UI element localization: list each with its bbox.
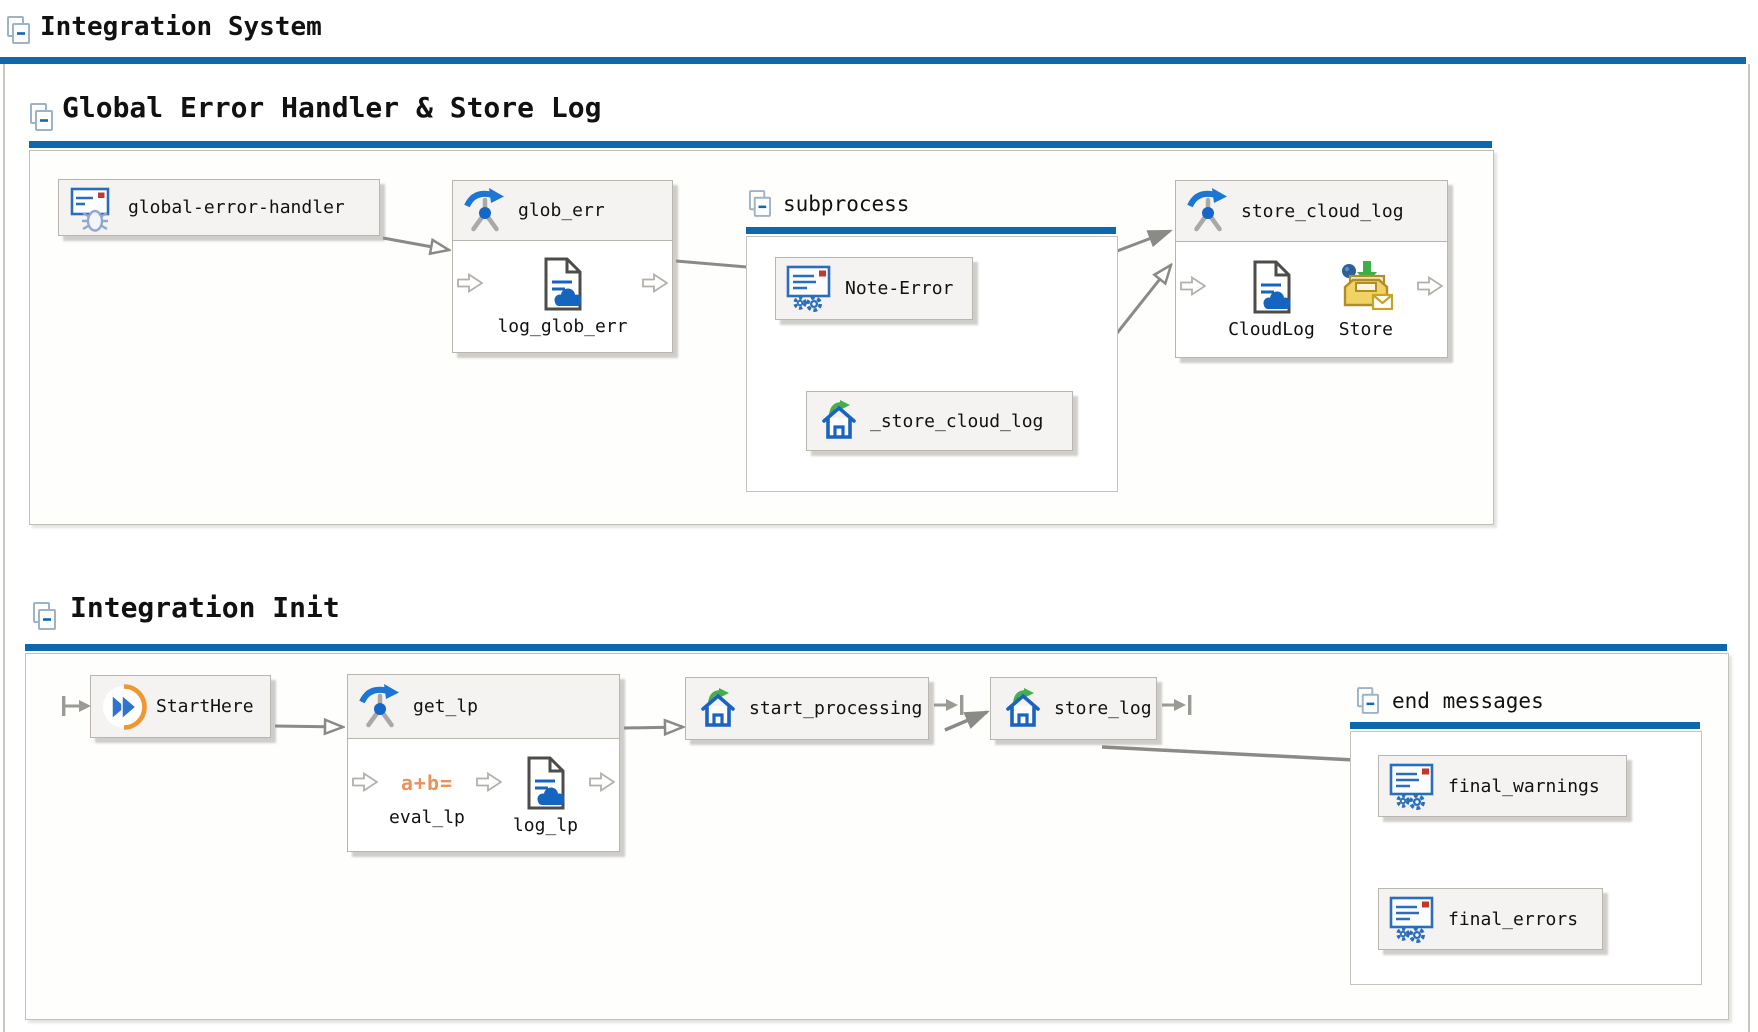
collapse-icon[interactable] xyxy=(7,16,30,44)
node-label: StartHere xyxy=(156,696,254,717)
wire-starthere-to-getlp xyxy=(274,726,343,727)
collapse-icon[interactable] xyxy=(30,103,53,131)
node-label: final_warnings xyxy=(1448,775,1600,797)
node-get-lp[interactable]: get_lp a+b= eval_lp log_lp xyxy=(347,674,620,852)
node-get-lp-header[interactable]: get_lp xyxy=(348,675,619,739)
node-label: Note-Error xyxy=(845,278,954,299)
node-store-cloud-log-body: CloudLog Store xyxy=(1176,242,1447,358)
node-glob-err-body: log_glob_err xyxy=(453,241,672,353)
system-right-border xyxy=(1748,64,1750,1032)
section-title-global: Global Error Handler & Store Log xyxy=(62,91,602,124)
input-port-icon xyxy=(457,272,483,294)
output-port-icon xyxy=(1417,275,1443,297)
wire-geh-to-globerr xyxy=(382,236,449,250)
node-label: get_lp xyxy=(413,696,479,717)
operation-icon xyxy=(357,683,403,730)
group-title-subprocess: subprocess xyxy=(783,192,910,216)
node-label: final_errors xyxy=(1448,908,1579,930)
section-rule-global xyxy=(29,141,1492,148)
node-glob-err[interactable]: glob_err log_glob_err xyxy=(452,180,673,353)
collapse-icon[interactable] xyxy=(749,190,771,217)
system-title: Integration System xyxy=(40,12,322,42)
node-store-log[interactable]: store_log xyxy=(990,677,1157,740)
node-get-lp-body: a+b= eval_lp log_lp xyxy=(348,739,619,852)
output-port-icon xyxy=(642,272,668,294)
node-label: store_cloud_log xyxy=(1241,200,1404,222)
group-rule-end-messages xyxy=(1350,722,1700,729)
step-cloudlog[interactable]: CloudLog xyxy=(1228,260,1315,340)
step-label: eval_lp xyxy=(389,806,465,828)
input-port-icon xyxy=(352,771,378,793)
section-rule-init xyxy=(25,644,1727,651)
node-label: glob_err xyxy=(518,200,605,221)
map-expression-icon: a+b= xyxy=(400,770,454,795)
document-cloud-icon xyxy=(1253,260,1291,314)
operation-icon xyxy=(462,187,508,234)
input-port-icon xyxy=(1180,275,1206,297)
step-label: log_lp xyxy=(512,814,578,836)
output-port-icon xyxy=(589,771,615,793)
document-cloud-icon xyxy=(544,257,582,311)
section-title-init: Integration Init xyxy=(70,591,340,624)
step-store[interactable]: Store xyxy=(1337,260,1395,340)
node-glob-err-header[interactable]: glob_err xyxy=(453,181,672,241)
collapse-icon[interactable] xyxy=(33,602,56,630)
gears-message-icon xyxy=(1389,763,1439,810)
start-marker-starthere xyxy=(62,696,91,716)
end-marker-store-log xyxy=(1162,695,1192,715)
home-call-icon xyxy=(696,687,740,731)
node-global-error-handler[interactable]: global-error-handler xyxy=(58,179,380,236)
step-log-glob-err[interactable]: log_glob_err xyxy=(497,257,628,337)
flow-port-icon xyxy=(475,771,502,793)
node-store-cloud-log-call[interactable]: _store_cloud_log xyxy=(806,391,1073,451)
step-eval-lp[interactable]: a+b= eval_lp xyxy=(389,764,465,828)
node-starthere[interactable]: StartHere xyxy=(90,675,271,738)
document-cloud-icon xyxy=(527,756,565,809)
node-label: _store_cloud_log xyxy=(870,410,1044,432)
node-label: store_log xyxy=(1054,698,1152,719)
node-start-processing[interactable]: start_processing xyxy=(685,677,929,740)
node-store-cloud-log[interactable]: store_cloud_log CloudLog xyxy=(1175,180,1448,358)
wire-startprocessing-to-storelog xyxy=(944,710,987,732)
wire-getlp-to-startprocessing xyxy=(623,727,683,728)
collapse-icon[interactable] xyxy=(1357,687,1379,714)
home-call-icon xyxy=(1001,687,1045,731)
group-title-end-messages: end messages xyxy=(1392,689,1544,713)
step-label: Store xyxy=(1338,319,1393,340)
wire-storelog-to-finalwarnings xyxy=(1101,745,1374,761)
start-icon xyxy=(101,683,147,730)
node-label: global-error-handler xyxy=(128,197,345,218)
home-call-icon xyxy=(817,399,861,443)
inbox-store-icon xyxy=(1341,261,1393,311)
gears-message-icon xyxy=(1389,896,1439,943)
node-final-warnings[interactable]: final_warnings xyxy=(1378,755,1627,817)
node-label: start_processing xyxy=(749,698,923,719)
bug-message-icon xyxy=(69,184,119,232)
step-log-lp[interactable]: log_lp xyxy=(513,756,578,836)
node-store-cloud-log-header[interactable]: store_cloud_log xyxy=(1176,181,1447,242)
operation-icon xyxy=(1185,188,1231,234)
step-label: log_glob_err xyxy=(497,316,628,337)
node-final-errors[interactable]: final_errors xyxy=(1378,888,1603,950)
node-note-error[interactable]: Note-Error xyxy=(775,257,973,320)
gears-message-icon xyxy=(786,265,836,312)
system-left-border xyxy=(3,64,5,1032)
step-label: CloudLog xyxy=(1228,319,1315,340)
system-rule xyxy=(0,57,1746,64)
group-rule-subprocess xyxy=(746,227,1116,234)
end-marker-start-processing xyxy=(934,695,964,715)
